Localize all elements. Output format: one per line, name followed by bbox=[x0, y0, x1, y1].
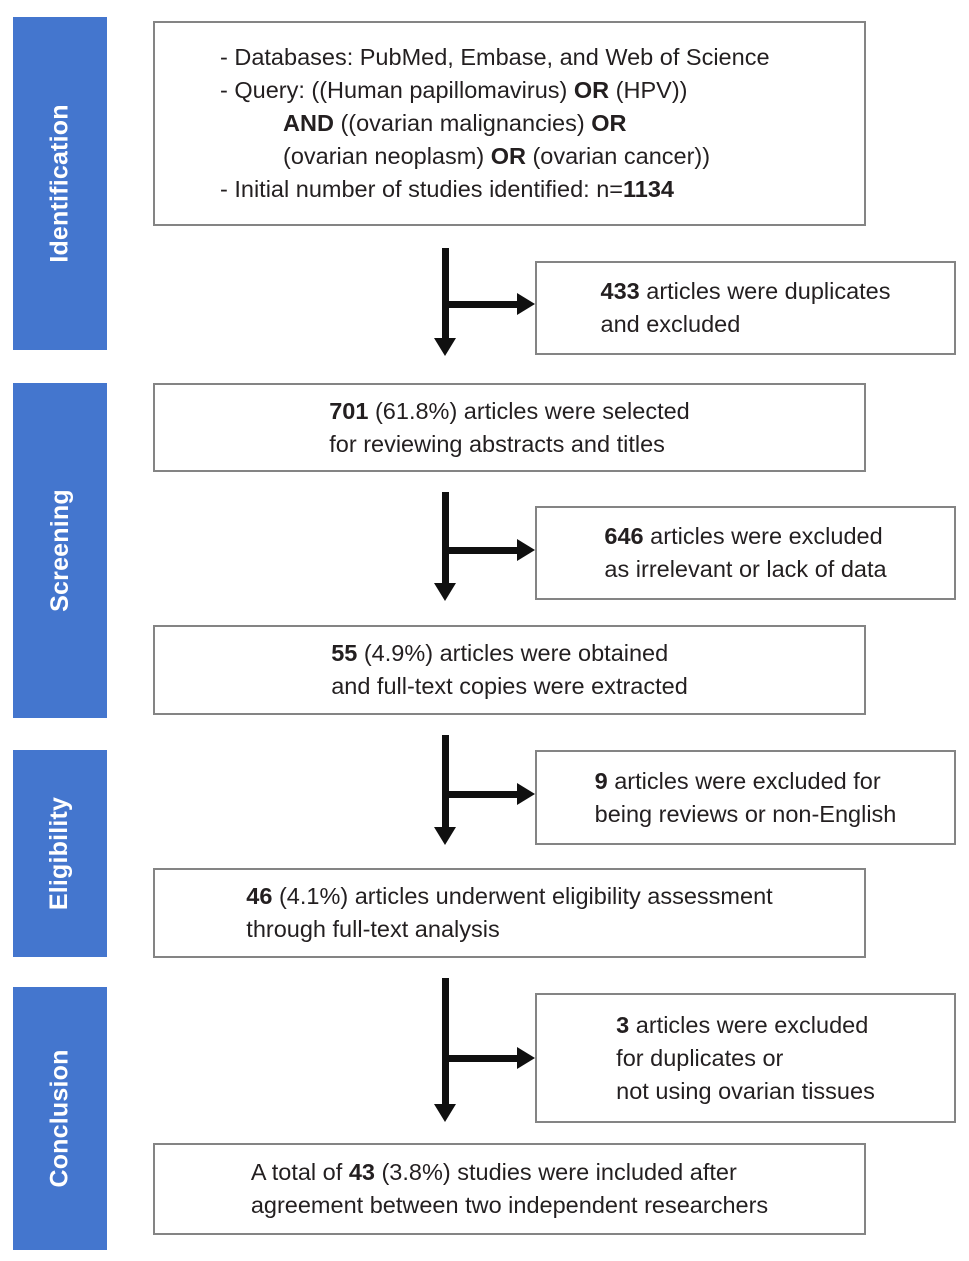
stage-label-conclusion: Conclusion bbox=[45, 1049, 74, 1188]
box-irrelevant-excluded-lines: 646 articles were excluded as irrelevant … bbox=[604, 520, 886, 586]
arrow-down-3-head bbox=[434, 827, 456, 845]
box-included-total-lines-line-0: A total of 43 (3.8%) studies were includ… bbox=[250, 1159, 737, 1185]
box-duplicates-excluded-lines: 433 articles were duplicates and excluded bbox=[601, 275, 891, 341]
box-eligibility-assessed-lines: 46 (4.1%) articles underwent eligibility… bbox=[246, 880, 772, 946]
arrow-right-1 bbox=[449, 301, 517, 308]
box-included-total-lines: A total of 43 (3.8%) studies were includ… bbox=[251, 1156, 768, 1222]
box-irrelevant-excluded-lines-line-1: as irrelevant or lack of data bbox=[604, 556, 887, 582]
stage-bar-screening: Screening bbox=[13, 383, 107, 718]
box-included-total-lines-line-1: agreement between two independent resear… bbox=[250, 1192, 769, 1218]
stage-bar-eligibility: Eligibility bbox=[13, 750, 107, 957]
arrow-right-1-head bbox=[517, 293, 535, 315]
box-identification-lines-line-4: - Initial number of studies identified: … bbox=[220, 176, 674, 202]
stage-label-eligibility: Eligibility bbox=[45, 796, 74, 911]
stage-label-identification: Identification bbox=[45, 104, 74, 263]
box-duplicates-excluded-lines-line-0: 433 articles were duplicates bbox=[600, 278, 891, 304]
box-included-total: A total of 43 (3.8%) studies were includ… bbox=[153, 1143, 866, 1235]
box-irrelevant-excluded-lines-line-0: 646 articles were excluded bbox=[604, 523, 883, 549]
box-identification: - Databases: PubMed, Embase, and Web of … bbox=[153, 21, 866, 226]
box-selected-abstracts: 701 (61.8%) articles were selected for re… bbox=[153, 383, 866, 472]
arrow-down-2-head bbox=[434, 583, 456, 601]
box-reviews-excluded-lines-line-1: being reviews or non-English bbox=[594, 800, 897, 827]
box-duplicates-excluded-lines-line-1: and excluded bbox=[600, 311, 741, 337]
box-duplicates-tissue-excluded-lines-line-2: not using ovarian tissues bbox=[616, 1077, 875, 1104]
arrow-right-2 bbox=[449, 547, 517, 554]
arrow-down-1 bbox=[442, 248, 449, 340]
box-selected-abstracts-lines: 701 (61.8%) articles were selected for re… bbox=[329, 395, 690, 461]
box-selected-abstracts-lines-line-0: 701 (61.8%) articles were selected bbox=[329, 397, 690, 424]
stage-bar-conclusion: Conclusion bbox=[13, 987, 107, 1250]
stage-bar-identification: Identification bbox=[13, 17, 107, 350]
arrow-down-4-head bbox=[434, 1104, 456, 1122]
box-fulltext-obtained-lines-line-1: and full-text copies were extracted bbox=[331, 673, 688, 699]
box-identification-lines-line-0: - Databases: PubMed, Embase, and Web of … bbox=[220, 44, 770, 70]
arrow-down-1-head bbox=[434, 338, 456, 356]
box-duplicates-excluded: 433 articles were duplicates and excluded bbox=[535, 261, 956, 355]
box-identification-lines-line-2: AND ((ovarian malignancies) OR bbox=[283, 110, 627, 136]
arrow-down-4 bbox=[442, 978, 449, 1106]
box-reviews-excluded: 9 articles were excluded for being review… bbox=[535, 750, 956, 845]
arrow-right-3 bbox=[449, 791, 517, 798]
box-fulltext-obtained-lines: 55 (4.9%) articles were obtained and full… bbox=[331, 637, 688, 703]
box-identification-lines-line-1: - Query: ((Human papillomavirus) OR (HPV… bbox=[220, 77, 688, 103]
arrow-right-3-head bbox=[517, 783, 535, 805]
box-eligibility-assessed-lines-line-1: through full-text analysis bbox=[246, 916, 500, 942]
arrow-right-4-head bbox=[517, 1047, 535, 1069]
box-eligibility-assessed: 46 (4.1%) articles underwent eligibility… bbox=[153, 868, 866, 958]
box-duplicates-tissue-excluded-lines: 3 articles were excluded for duplicates o… bbox=[616, 1009, 875, 1108]
box-irrelevant-excluded: 646 articles were excluded as irrelevant … bbox=[535, 506, 956, 600]
box-identification-lines-line-3: (ovarian neoplasm) OR (ovarian cancer)) bbox=[283, 143, 711, 169]
box-duplicates-tissue-excluded-lines-line-0: 3 articles were excluded bbox=[616, 1011, 869, 1038]
arrow-down-3 bbox=[442, 735, 449, 829]
arrow-down-2 bbox=[442, 492, 449, 585]
box-fulltext-obtained: 55 (4.9%) articles were obtained and full… bbox=[153, 625, 866, 715]
stage-label-screening: Screening bbox=[45, 489, 74, 612]
box-reviews-excluded-lines: 9 articles were excluded for being review… bbox=[595, 765, 897, 831]
box-duplicates-tissue-excluded-lines-line-1: for duplicates or bbox=[616, 1044, 784, 1071]
box-duplicates-tissue-excluded: 3 articles were excluded for duplicates o… bbox=[535, 993, 956, 1123]
box-eligibility-assessed-lines-line-0: 46 (4.1%) articles underwent eligibility… bbox=[246, 883, 773, 909]
box-fulltext-obtained-lines-line-0: 55 (4.9%) articles were obtained bbox=[331, 640, 669, 666]
arrow-right-2-head bbox=[517, 539, 535, 561]
box-identification-lines: - Databases: PubMed, Embase, and Web of … bbox=[220, 41, 770, 206]
box-selected-abstracts-lines-line-1: for reviewing abstracts and titles bbox=[329, 430, 665, 457]
arrow-right-4 bbox=[449, 1055, 517, 1062]
box-reviews-excluded-lines-line-0: 9 articles were excluded for bbox=[594, 767, 881, 794]
